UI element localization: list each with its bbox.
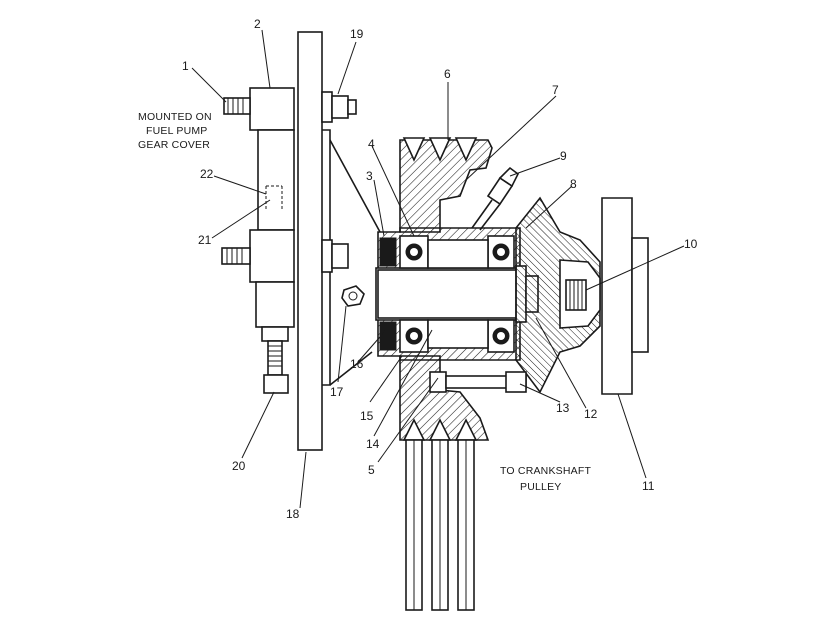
- spacer: [427, 239, 489, 349]
- bearing-right-upper: [487, 235, 515, 269]
- callout-8: 8: [570, 177, 577, 191]
- callouts: 1 2 19 6 7 9 8 10 4 3 22 21 20 18 17 16 …: [182, 17, 698, 521]
- drive-belts: [405, 439, 475, 611]
- note-mounted-line2: FUEL PUMP: [146, 125, 208, 137]
- note-crank-line1: TO CRANKSHAFT: [500, 465, 591, 477]
- callout-16: 16: [350, 357, 364, 371]
- lower-bolt-13: [429, 371, 527, 393]
- note-mounted-line3: GEAR COVER: [138, 139, 210, 151]
- callout-17: 17: [330, 385, 344, 399]
- seal-3: [379, 237, 397, 351]
- callout-9: 9: [560, 149, 567, 163]
- callout-21: 21: [198, 233, 212, 247]
- note-mounted-line1: MOUNTED ON: [138, 111, 212, 123]
- nut-17: [341, 285, 365, 307]
- bearing-left-upper: [399, 235, 429, 269]
- grease-fitting-9: [471, 166, 520, 231]
- leader-lines: [191, 29, 685, 509]
- bearing-right-lower: [487, 319, 515, 353]
- callout-18: 18: [286, 507, 300, 521]
- mounting-bracket: [249, 87, 295, 342]
- callout-20: 20: [232, 459, 246, 473]
- upper-bolt-19: [321, 91, 357, 123]
- fan-flange-11: [601, 197, 649, 395]
- upper-stud: [223, 97, 251, 115]
- callout-14: 14: [366, 437, 380, 451]
- fitting-10: [565, 279, 587, 311]
- bearing-left-lower: [399, 319, 429, 353]
- callout-4: 4: [368, 137, 375, 151]
- callout-7: 7: [552, 83, 559, 97]
- pulley: [399, 137, 493, 441]
- callout-6: 6: [444, 67, 451, 81]
- callout-22: 22: [200, 167, 214, 181]
- adjusting-screw: [263, 340, 289, 394]
- note-crankshaft: TO CRANKSHAFT PULLEY: [500, 465, 591, 493]
- callout-11: 11: [642, 479, 655, 493]
- callout-1: 1: [182, 59, 189, 73]
- callout-19: 19: [350, 27, 364, 41]
- shaft: [377, 269, 519, 319]
- middle-bolt: [321, 239, 349, 273]
- note-mounted: MOUNTED ON FUEL PUMP GEAR COVER: [138, 111, 212, 151]
- callout-12: 12: [584, 407, 598, 421]
- callout-2: 2: [254, 17, 261, 31]
- callout-3: 3: [366, 169, 373, 183]
- callout-5: 5: [368, 463, 375, 477]
- note-crank-line2: PULLEY: [520, 481, 561, 493]
- lower-stud: [221, 247, 251, 265]
- callout-15: 15: [360, 409, 374, 423]
- hub-8: [515, 196, 601, 394]
- callout-10: 10: [684, 237, 698, 251]
- callout-13: 13: [556, 401, 570, 415]
